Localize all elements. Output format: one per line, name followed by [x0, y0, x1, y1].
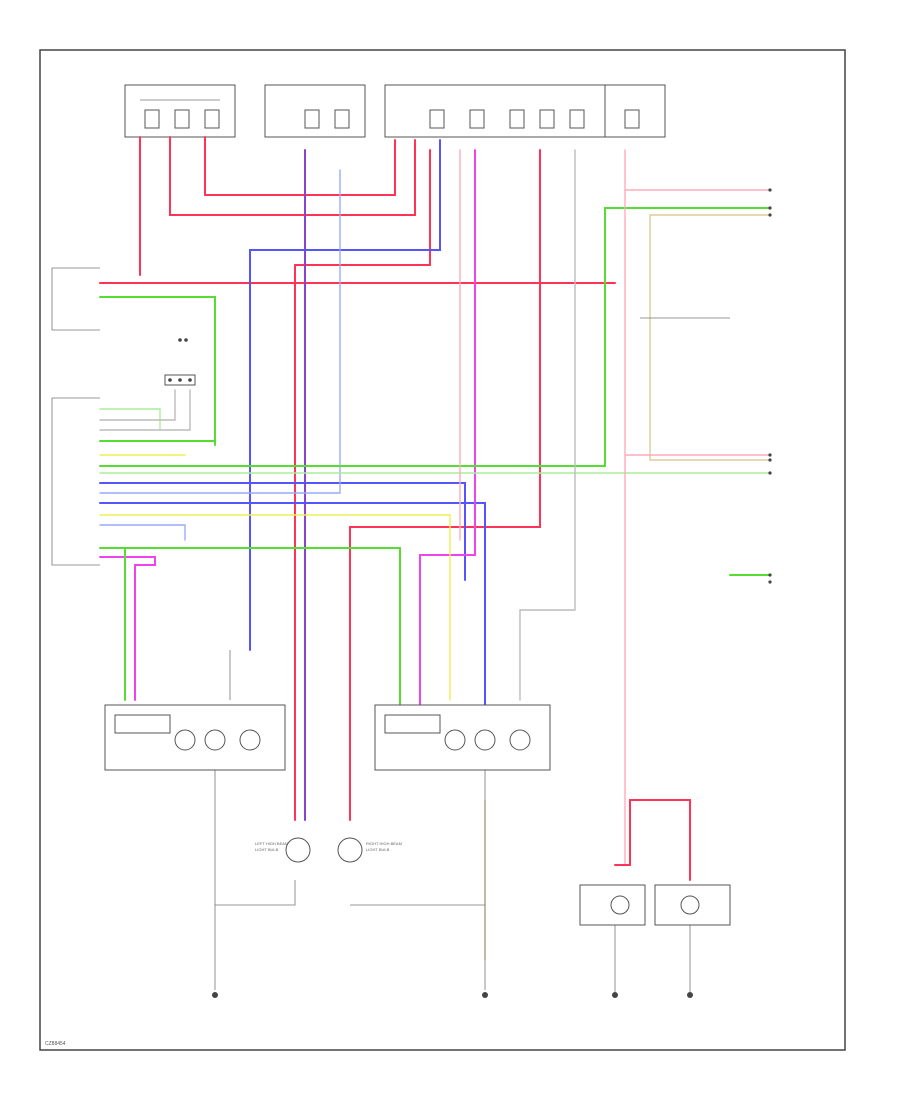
svg-text:LEFT HIGH BEAM: LEFT HIGH BEAM — [255, 841, 288, 846]
ground-right — [482, 992, 488, 998]
right-headlamp-assembly — [374, 704, 551, 771]
ground-left-rear — [612, 992, 618, 998]
svg-text:LIGHT BULB: LIGHT BULB — [366, 847, 390, 852]
fuse-box-far-right — [604, 84, 666, 138]
control-module-left — [51, 267, 196, 566]
svg-text:LIGHT BULB: LIGHT BULB — [255, 847, 279, 852]
right-high-beam-light-bulb: RIGHT HIGH BEAM LIGHT BULB — [337, 837, 402, 863]
fuse-box-right — [384, 84, 606, 138]
ground-right-rear — [687, 992, 693, 998]
fuse-box-left — [124, 84, 236, 138]
left-high-beam-light-bulb: LEFT HIGH BEAM LIGHT BULB — [255, 837, 311, 863]
right-terminals — [768, 188, 772, 584]
ground-left — [212, 992, 218, 998]
diagram-frame — [39, 49, 846, 1051]
left-headlamp-assembly — [104, 704, 286, 771]
svg-text:RIGHT HIGH BEAM: RIGHT HIGH BEAM — [366, 841, 402, 846]
fuse-box-mid — [264, 84, 366, 138]
footer-code: CZ88454 — [45, 1041, 66, 1047]
left-front-turn-signal — [579, 884, 646, 926]
right-front-turn-signal — [654, 884, 731, 926]
wiring — [99, 136, 771, 995]
